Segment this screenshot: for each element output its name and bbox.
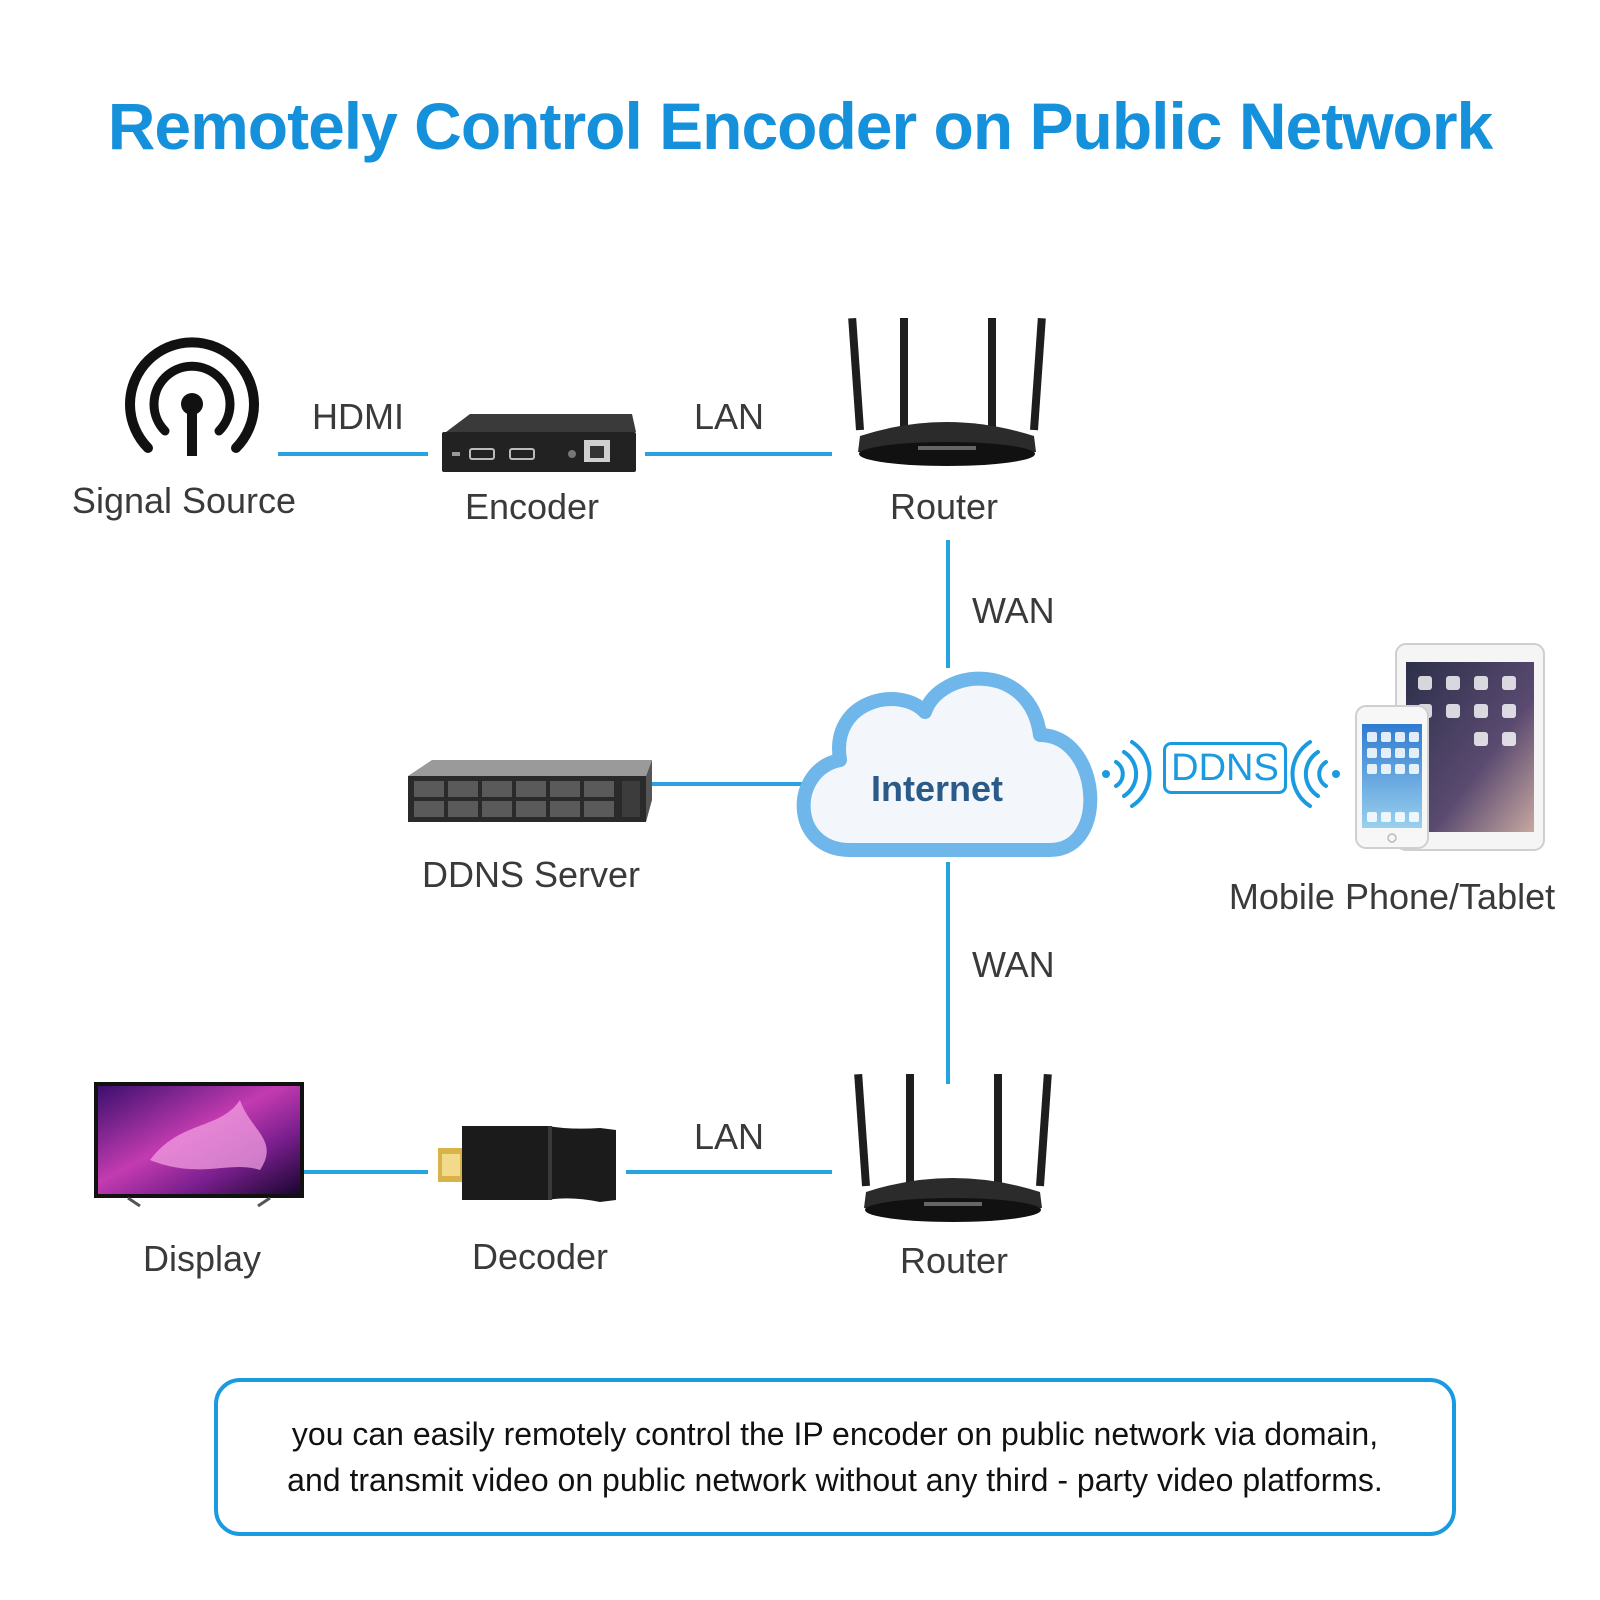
connection-lines — [278, 452, 950, 1174]
cloud-icon — [796, 671, 1098, 857]
rack-server-icon — [408, 760, 652, 822]
router-bottom-label: Router — [899, 1240, 1009, 1281]
signal-source-label: Signal Source — [71, 480, 297, 521]
encoder-box-icon — [442, 414, 636, 472]
router-icon — [848, 317, 1046, 466]
hdmi-decoder-icon — [438, 1126, 616, 1202]
link-label-lan-top: LAN — [694, 396, 765, 437]
wifi-waves-icon — [1290, 740, 1340, 808]
note-line-2: and transmit video on public network wit… — [287, 1462, 1383, 1498]
internet-label: Internet — [870, 768, 1004, 809]
phone-tablet-icon — [1355, 643, 1545, 851]
link-label-wan-top: WAN — [972, 590, 1055, 631]
note-line-1: you can easily remotely control the IP e… — [291, 1416, 1379, 1452]
link-label-hdmi: HDMI — [312, 396, 404, 437]
ddns-server-label: DDNS Server — [421, 854, 641, 895]
tv-display-icon — [94, 1082, 304, 1208]
router-top-label: Router — [889, 486, 999, 527]
display-label: Display — [142, 1238, 262, 1279]
description-note: you can easily remotely control the IP e… — [214, 1378, 1456, 1536]
page-title: Remotely Control Encoder on Public Netwo… — [107, 89, 1494, 163]
link-label-wan-bottom: WAN — [972, 944, 1055, 985]
link-label-lan-bottom: LAN — [694, 1116, 765, 1157]
wifi-waves-icon — [1102, 740, 1152, 808]
encoder-label: Encoder — [464, 486, 600, 527]
signal-antenna-icon — [125, 337, 259, 456]
decoder-label: Decoder — [471, 1236, 609, 1277]
router-icon — [854, 1073, 1052, 1222]
ddns-badge: DDNS — [1163, 742, 1287, 794]
mobile-label: Mobile Phone/Tablet — [1228, 876, 1556, 917]
